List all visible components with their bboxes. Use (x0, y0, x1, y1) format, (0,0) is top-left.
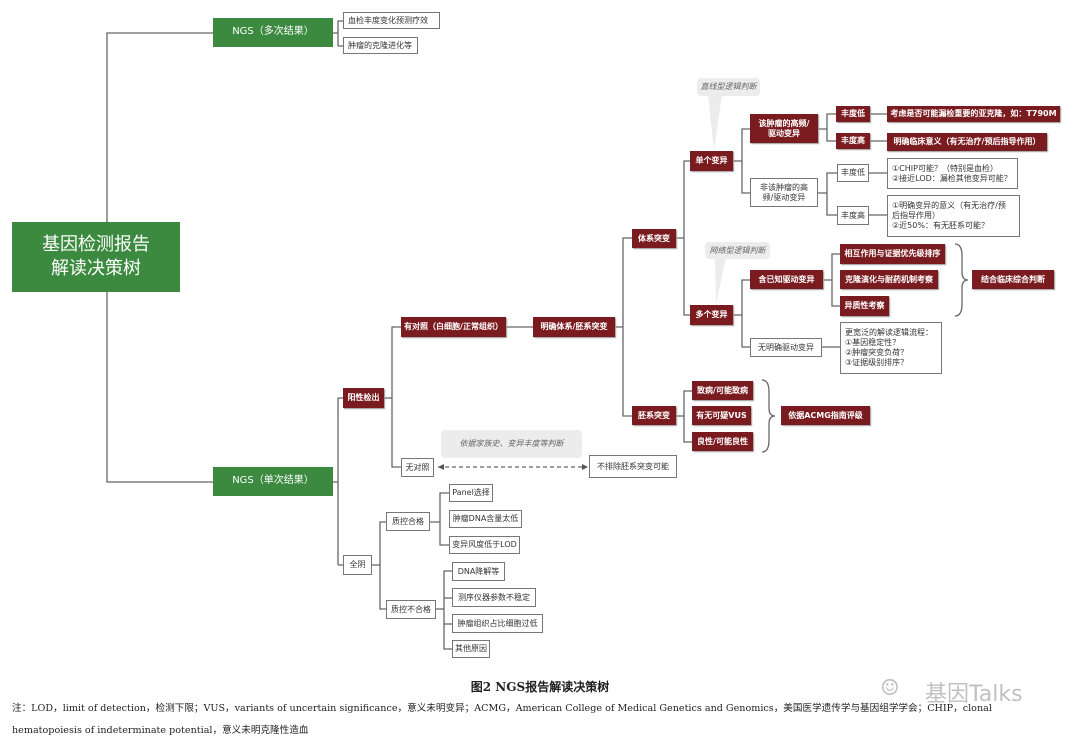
figure-note-line2: hematopoiesis of indeterminate potential… (12, 725, 309, 736)
clear-type-node: 明确体系/胚系突变 (533, 317, 615, 337)
positive-node: 阳性检出 (343, 388, 384, 408)
callout-network: 网络型逻辑判断 (705, 242, 770, 259)
qc-pass-item: 变异风度低于LOD (449, 536, 520, 554)
single-variant-node: 单个变异 (690, 151, 733, 171)
abundance-high-node: 丰度高 (837, 206, 869, 225)
abundance-low-node: 丰度低 (837, 164, 869, 182)
ngs-multi-node: NGS（多次结果） (213, 18, 333, 47)
with-control-node: 有对照（白细胞/正常组织） (401, 317, 506, 337)
hf-driver-node: 该肿瘤的高频/ 驱动变异 (750, 114, 818, 143)
ngs-multi-child: 血检丰度变化预测疗效 (343, 12, 440, 29)
abundance-low-node: 丰度低 (836, 106, 870, 122)
qc-fail-item: 测序仪器参数不稳定 (452, 588, 536, 607)
no-control-node: 无对照 (401, 458, 434, 477)
non-hf-driver-node: 非该肿瘤的高 频/驱动变异 (750, 178, 818, 207)
known-item: 克隆演化与耐药机制考察 (840, 270, 938, 289)
germline-item: 有无可疑VUS (692, 406, 751, 425)
ngs-multi-child: 肿瘤的克隆进化等 (343, 37, 418, 54)
multiple-variant-node: 多个变异 (690, 305, 733, 325)
known-item: 异质性考察 (840, 296, 889, 316)
no-driver-node: 无明确驱动变异 (750, 338, 822, 357)
figure-caption: 图2 NGS报告解读决策树 (470, 680, 610, 694)
germline-node: 胚系突变 (632, 406, 676, 425)
known-item: 相互作用与证据优先级排序 (840, 244, 945, 264)
qc-fail-item: DNA降解等 (452, 562, 505, 581)
clinical-node: 结合临床综合判断 (972, 270, 1054, 289)
hf-low-result: 考虑是否可能漏检重要的亚克隆，如：T790M (887, 106, 1060, 122)
root-node: 基因检测报告 解读决策树 (12, 222, 180, 292)
non-low-result: ①CHIP可能？（特别是血检） ②接近LOD：漏检其他变异可能？ (887, 158, 1018, 189)
wechat-icon: ☺ (880, 676, 900, 701)
exclude-germline-node: 不排除胚系突变可能 (589, 455, 677, 478)
somatic-node: 体系突变 (632, 229, 676, 248)
qc-pass-item: Panel选择 (449, 484, 493, 502)
qc-fail-item: 其他原因 (452, 640, 490, 658)
qc-pass-item: 肿瘤DNA含量太低 (449, 510, 522, 528)
abundance-high-node: 丰度高 (836, 133, 870, 149)
hf-high-result: 明确临床意义（有无治疗/预后指导作用） (887, 133, 1047, 151)
negative-node: 全阴 (343, 555, 372, 575)
qc-fail-item: 肿瘤组织占比细胞过低 (452, 614, 543, 633)
known-driver-node: 含已知驱动变异 (750, 270, 823, 289)
non-high-result: ①明确变异的意义（有无治疗/预 后指导作用） ②近50%：有无胚系可能？ (887, 195, 1020, 237)
germline-item: 致病/可能致病 (692, 381, 753, 400)
qc-pass-node: 质控合格 (386, 512, 430, 531)
watermark: 基因Talks (925, 682, 1023, 707)
callout-family: 依据家族史、变异丰度等判断 (441, 430, 582, 458)
figure-note-line1: 注：LOD，limit of detection，检测下限；VUS，varian… (12, 703, 992, 714)
qc-fail-node: 质控不合格 (386, 600, 436, 619)
acmg-node: 依据ACMG指南评级 (781, 406, 870, 425)
ngs-single-node: NGS（单次结果） (213, 467, 333, 496)
callout-linear: 直线型逻辑判断 (697, 78, 760, 96)
germline-item: 良性/可能良性 (692, 432, 753, 451)
no-driver-result: 更宽泛的解读逻辑流程： ①基因稳定性？ ②肿瘤突变负荷？ ③证据级别排序？ (840, 322, 942, 374)
